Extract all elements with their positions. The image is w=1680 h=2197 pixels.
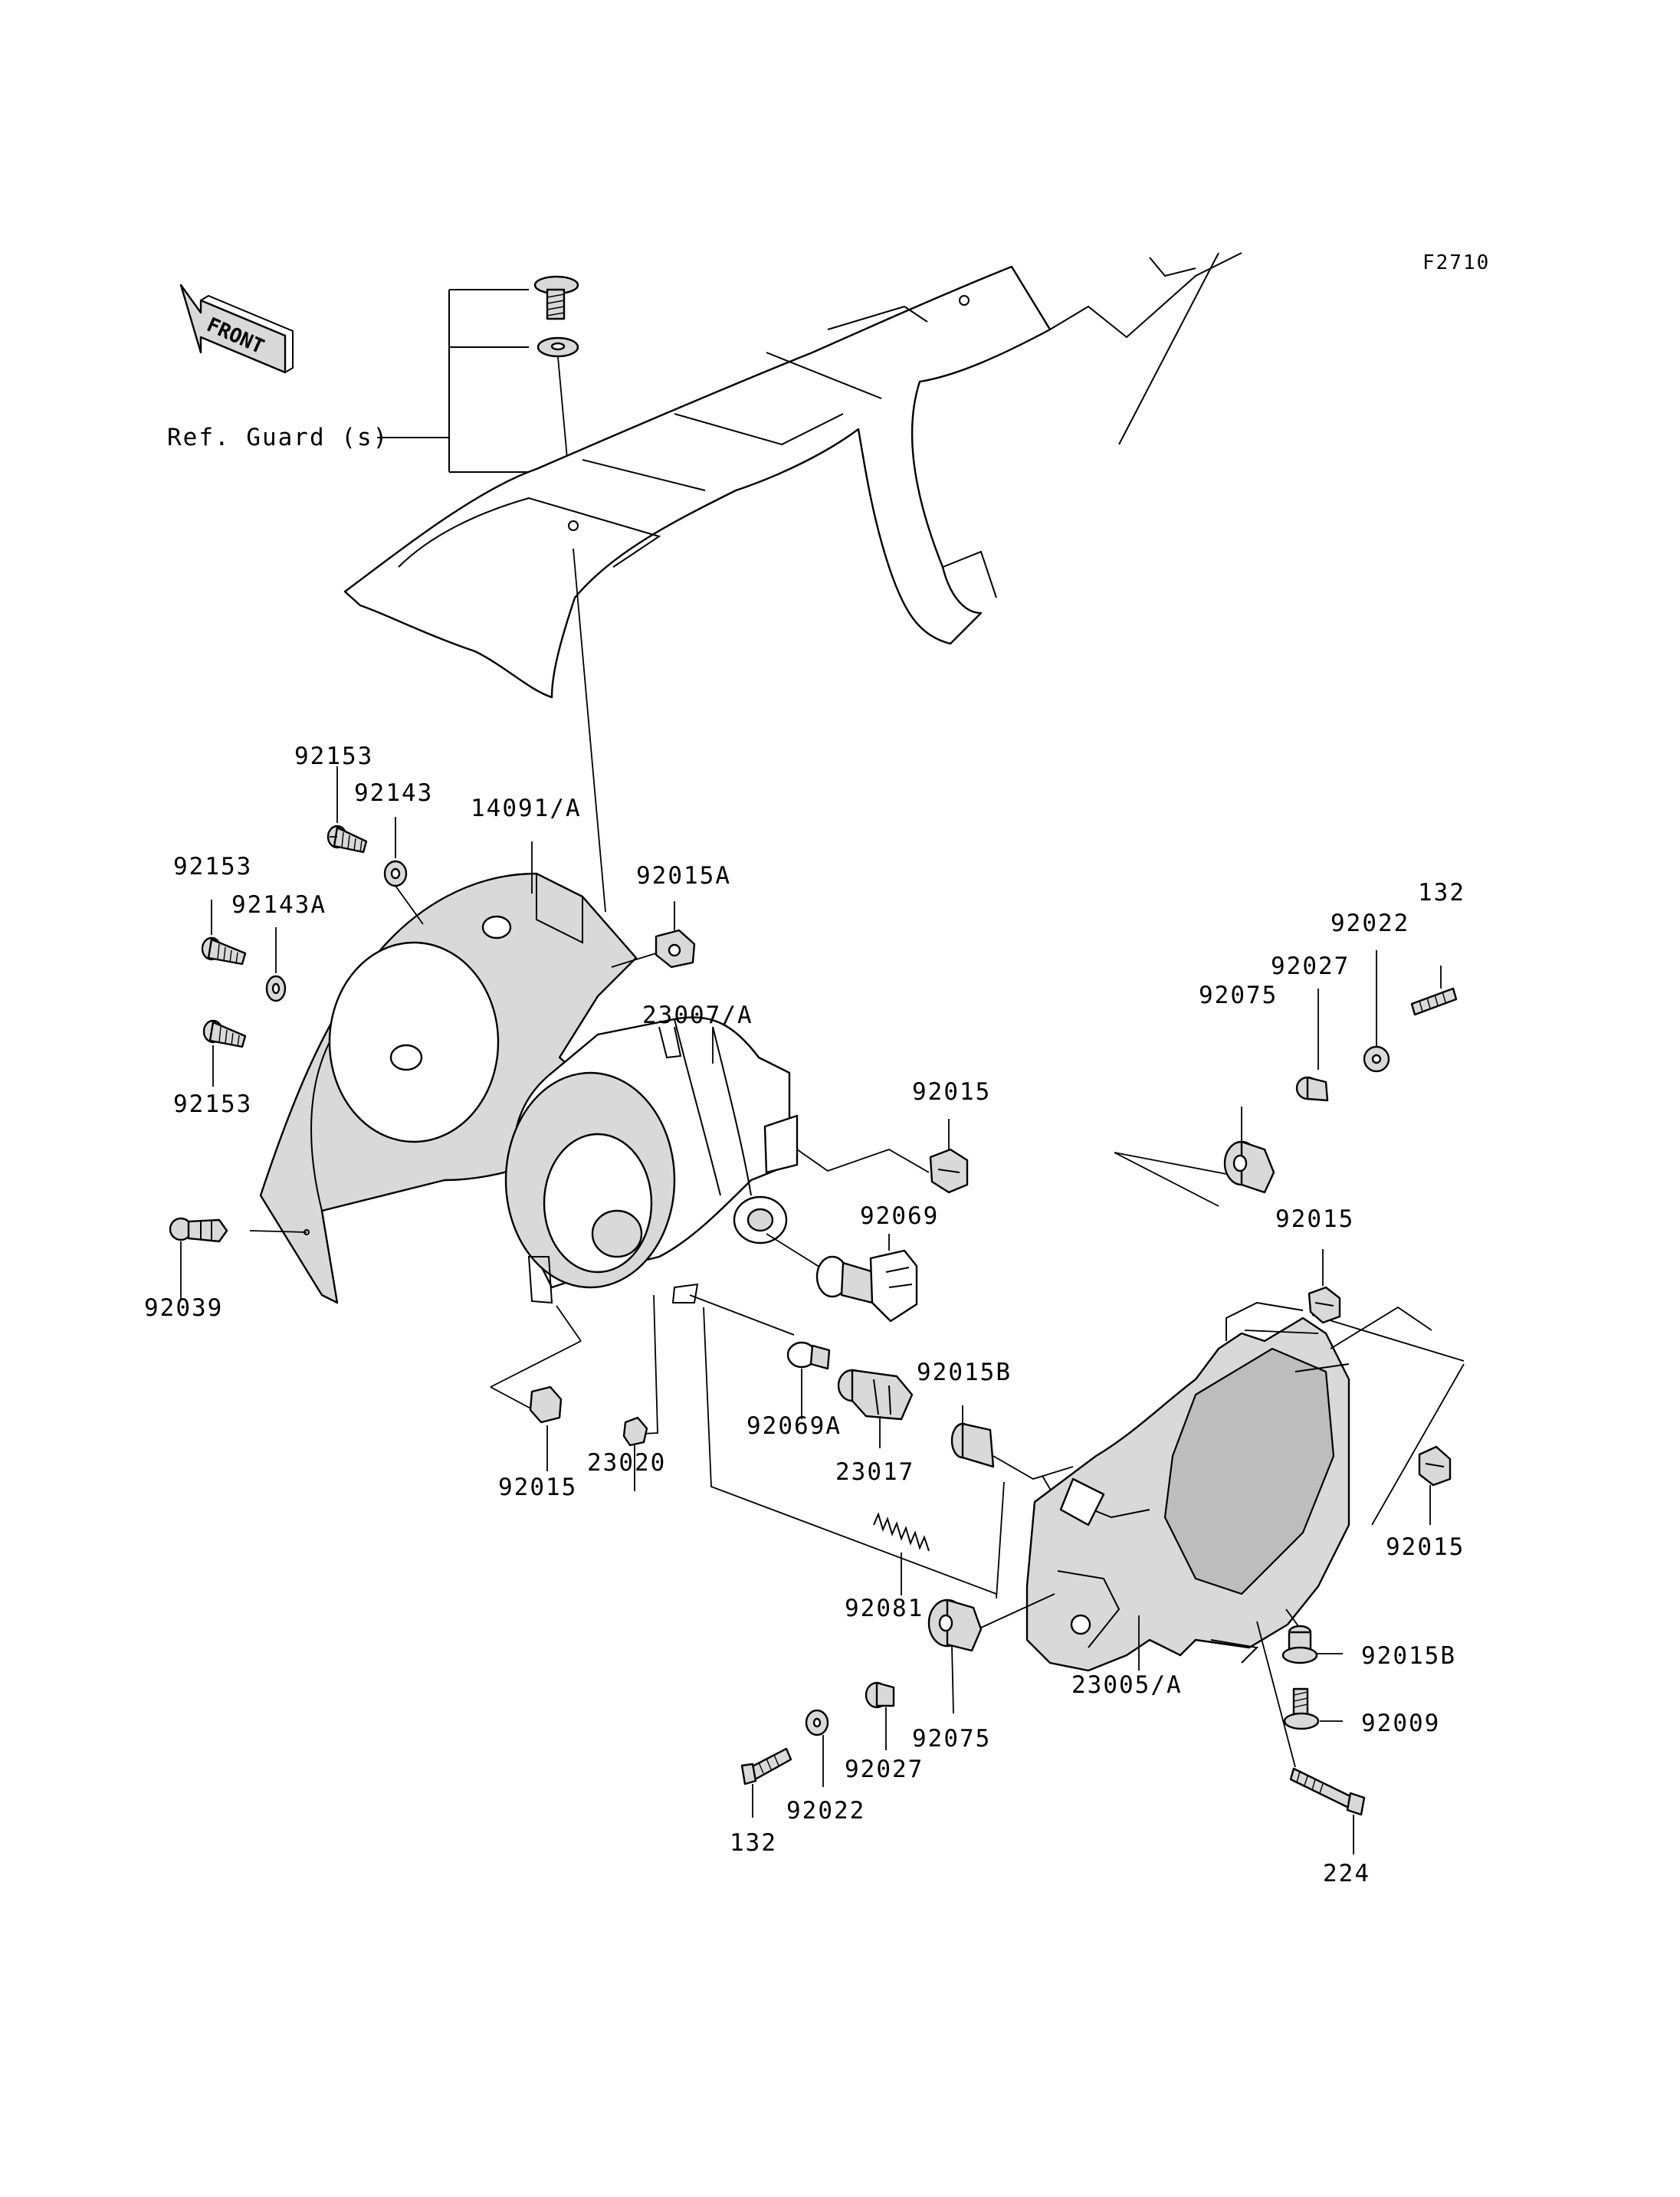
screw-92153-middle-icon xyxy=(201,936,247,966)
washer-92143-icon xyxy=(383,860,408,887)
bolt-224-icon xyxy=(1289,1767,1366,1816)
screw-92153-lower-icon xyxy=(202,1019,247,1048)
part-label-92153-b: 92153 xyxy=(173,853,253,880)
guard-washer-icon xyxy=(536,336,579,358)
nut-92015-right-upper-icon xyxy=(1308,1286,1341,1324)
part-label-92143a: 92143A xyxy=(231,891,326,919)
part-label-92015b-lower: 92015B xyxy=(1361,1642,1456,1670)
nut-92015a-icon xyxy=(655,929,696,969)
grommet-92075-lower-icon xyxy=(927,1599,983,1652)
part-label-92075-upper: 92075 xyxy=(1199,982,1278,1009)
part-label-92022-lower: 92022 xyxy=(786,1797,866,1825)
part-label-92039: 92039 xyxy=(144,1294,224,1322)
part-label-224: 224 xyxy=(1323,1860,1370,1887)
part-label-92015-lower: 92015 xyxy=(498,1474,578,1501)
bolt-132-lower-icon xyxy=(740,1747,792,1785)
figure-id: F2710 xyxy=(1422,251,1491,274)
spacer-92027-upper-icon xyxy=(1295,1076,1329,1102)
part-label-14091: 14091/A xyxy=(471,795,582,822)
clip-92039-icon xyxy=(169,1217,228,1243)
grommet-92015b-upper-icon xyxy=(950,1422,995,1468)
spring-92081-icon xyxy=(873,1512,930,1552)
screw-92009-icon xyxy=(1283,1687,1320,1730)
part-label-92153-a: 92153 xyxy=(294,743,374,770)
headlight-unit-23007 xyxy=(504,1016,799,1304)
part-label-92027-lower: 92027 xyxy=(845,1756,924,1783)
grommet-92015b-lower-icon xyxy=(1281,1625,1318,1664)
washer-92022-lower-icon xyxy=(805,1709,829,1736)
part-label-23005: 23005/A xyxy=(1071,1671,1183,1699)
part-label-92009: 92009 xyxy=(1361,1710,1441,1737)
part-label-92143: 92143 xyxy=(354,779,434,807)
headlight-cover-14091 xyxy=(259,872,638,1304)
part-label-132-upper: 132 xyxy=(1418,879,1465,907)
headlight-housing-23005 xyxy=(1025,1301,1350,1672)
part-label-92075-lower: 92075 xyxy=(912,1725,992,1753)
ref-guard-note: Ref. Guard (s) xyxy=(167,424,389,451)
nut-92015-lower-icon xyxy=(529,1385,563,1424)
guard-screw-icon xyxy=(533,275,579,320)
part-label-92015b-upper: 92015B xyxy=(917,1359,1012,1386)
bulb-92069-icon xyxy=(815,1249,918,1323)
part-label-92153-c: 92153 xyxy=(173,1090,253,1118)
part-label-92027-upper: 92027 xyxy=(1271,953,1350,980)
part-label-92069a: 92069A xyxy=(746,1412,842,1440)
part-label-92015-right-upper: 92015 xyxy=(1275,1205,1355,1233)
washer-92143a-icon xyxy=(265,975,287,1002)
part-label-92015-right-lower: 92015 xyxy=(1386,1533,1465,1561)
washer-92022-upper-icon xyxy=(1363,1045,1390,1073)
ref-guard-bracket xyxy=(377,289,529,473)
front-arrow-icon: FRONT xyxy=(179,284,294,374)
part-label-23020: 23020 xyxy=(587,1449,667,1477)
bolt-132-upper-icon xyxy=(1410,987,1458,1016)
bulb-92069a-icon xyxy=(786,1341,831,1370)
screw-92153-upper-icon xyxy=(326,825,368,854)
part-label-92069: 92069 xyxy=(860,1202,940,1230)
nut-92015-upper-icon xyxy=(929,1148,969,1194)
front-guard-outline xyxy=(343,252,1242,699)
part-label-23017: 23017 xyxy=(835,1458,915,1486)
part-label-92022-upper: 92022 xyxy=(1331,910,1410,937)
part-label-132-lower: 132 xyxy=(730,1829,777,1857)
part-label-92015a: 92015A xyxy=(636,862,731,890)
part-label-92081: 92081 xyxy=(845,1595,924,1622)
socket-23017-icon xyxy=(837,1369,914,1421)
nut-92015-right-lower-icon xyxy=(1418,1445,1452,1487)
part-label-23007: 23007/A xyxy=(642,1002,753,1029)
part-label-92015-upper: 92015 xyxy=(912,1078,992,1106)
nut-23020-icon xyxy=(622,1416,648,1447)
grommet-92075-upper-icon xyxy=(1223,1140,1275,1194)
spacer-92027-lower-icon xyxy=(865,1681,895,1709)
